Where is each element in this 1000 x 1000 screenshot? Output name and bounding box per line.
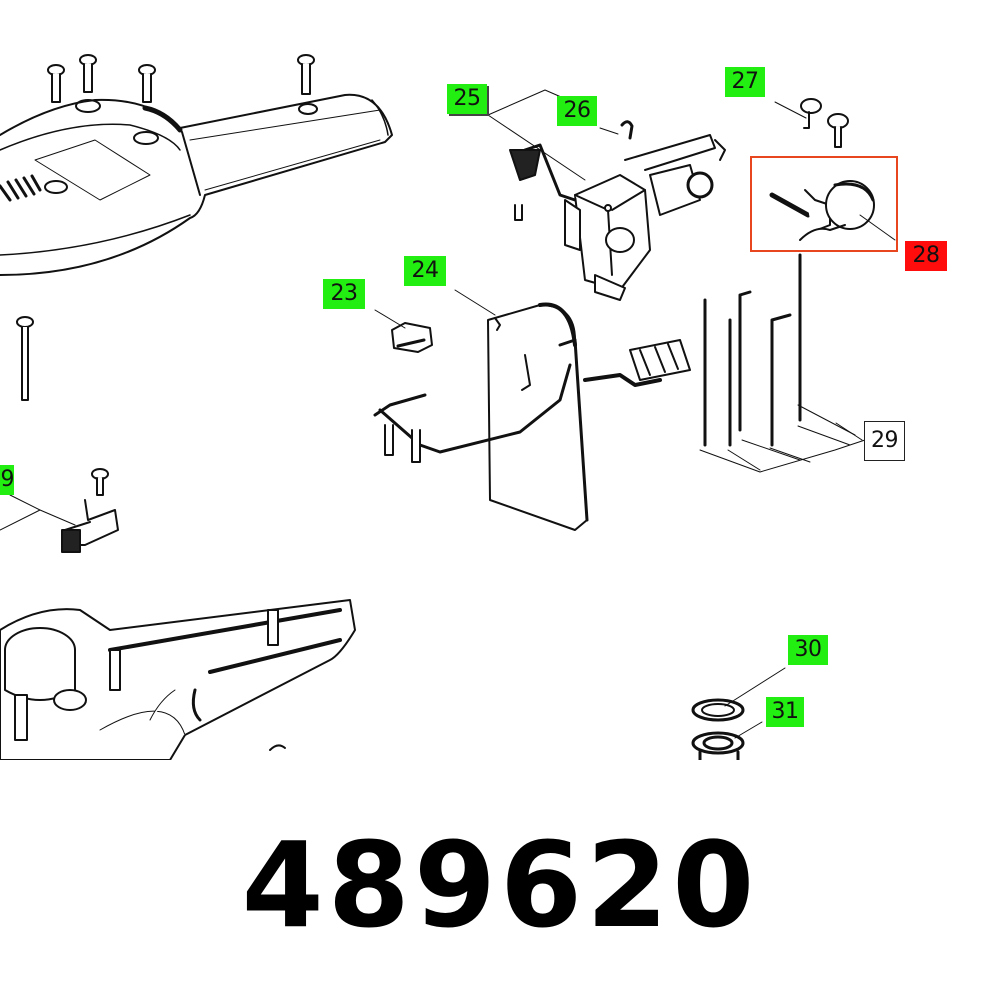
parts-drawing bbox=[0, 54, 896, 762]
screws-27-drawing bbox=[774, 98, 849, 148]
switch-25-drawing bbox=[487, 114, 726, 301]
carbon-brush-holder-drawing bbox=[0, 468, 119, 553]
part-number: 489620 bbox=[241, 816, 759, 954]
capacitor-23-drawing bbox=[374, 309, 433, 353]
callout-30[interactable]: 30 bbox=[788, 635, 828, 665]
electronics-module-24-drawing bbox=[373, 289, 691, 531]
callout-26[interactable]: 26 bbox=[557, 96, 597, 126]
callout-25[interactable]: 25 bbox=[447, 84, 487, 114]
washer-30-drawing bbox=[691, 667, 786, 722]
callout-27[interactable]: 27 bbox=[725, 67, 765, 97]
screw-set-top-drawing bbox=[47, 54, 315, 103]
highlight-box-28 bbox=[750, 156, 898, 252]
carbon-brush-assembly-28-drawing bbox=[769, 180, 896, 241]
callout-19-partial[interactable]: 9 bbox=[0, 465, 14, 495]
cable-set-29-drawing bbox=[699, 253, 866, 473]
callout-23[interactable]: 23 bbox=[323, 279, 365, 309]
upper-housing-shell-drawing bbox=[0, 93, 393, 276]
callout-28[interactable]: 28 bbox=[905, 241, 947, 271]
lower-housing-with-motor-drawing bbox=[0, 599, 356, 761]
exploded-parts-diagram: 23 24 25 26 27 28 29 9 30 31 bbox=[0, 54, 947, 762]
callout-29[interactable]: 29 bbox=[864, 421, 905, 461]
callout-24[interactable]: 24 bbox=[404, 256, 446, 286]
long-screw-drawing bbox=[16, 316, 34, 401]
callout-31[interactable]: 31 bbox=[766, 697, 804, 727]
bearing-31-drawing bbox=[691, 721, 763, 762]
